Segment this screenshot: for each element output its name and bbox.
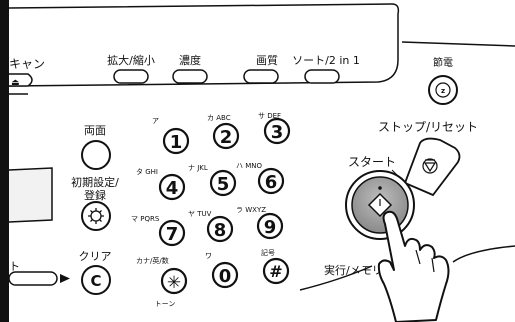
- key-0-label: 0: [219, 266, 232, 287]
- key-star-label: ✳: [167, 273, 181, 293]
- arrow-right-icon: [60, 274, 70, 283]
- key-8-button[interactable]: [206, 215, 234, 243]
- image-quality-button[interactable]: [243, 69, 279, 84]
- eject-icon: ⏏: [11, 78, 20, 88]
- key-7-button[interactable]: [158, 219, 186, 247]
- key-4-button[interactable]: [158, 173, 186, 201]
- key-2-sublabel: カ ABC: [207, 114, 231, 122]
- key-5-button[interactable]: [209, 169, 237, 197]
- key-hash-button[interactable]: [262, 257, 290, 285]
- power-icon: [435, 82, 451, 98]
- settings-button[interactable]: [81, 201, 111, 231]
- gear-icon-teeth: [88, 208, 104, 224]
- key-0-sublabel: ワ: [205, 252, 212, 260]
- stop-icon: [423, 162, 437, 173]
- hand-finger-lines: [415, 249, 435, 273]
- left-oval-button[interactable]: [8, 271, 58, 286]
- key-star-button[interactable]: [160, 267, 188, 295]
- key-0-button[interactable]: [211, 261, 239, 289]
- density-label: 濃度: [179, 53, 201, 67]
- lcd-display: [8, 167, 53, 223]
- key-2-label: 2: [220, 127, 233, 148]
- center-edge-label: ト: [9, 260, 20, 273]
- key-8-sublabel: ヤ TUV: [188, 210, 212, 218]
- key-hash-label: #: [269, 262, 282, 281]
- key-1-button[interactable]: [162, 127, 190, 155]
- stop-reset-label: ストップ/リセット: [378, 120, 478, 134]
- key-4-sublabel: タ GHI: [136, 167, 158, 176]
- key-3-sublabel: サ DEF: [258, 112, 281, 120]
- key-9-label: 9: [264, 217, 277, 238]
- energy-saver-button[interactable]: [428, 75, 458, 105]
- key-4-label: 4: [166, 178, 179, 199]
- settings-label-line2: 登録: [84, 188, 106, 202]
- pressing-hand-illustration: [377, 210, 450, 322]
- key-7-sublabel: マ PQRS: [131, 215, 160, 223]
- settings-label-line1: 初期設定/: [71, 175, 119, 189]
- key-star-sublabel: カナ/英/数: [136, 256, 169, 265]
- top-edge-label: キャン: [9, 57, 45, 71]
- key-2-button[interactable]: [212, 122, 240, 150]
- key-9-sublabel: ラ WXYZ: [236, 206, 266, 214]
- duplex-label: 両面: [84, 124, 106, 137]
- right-panel-edge: [401, 41, 515, 47]
- sort-2in1-label: ソート/2 in 1: [292, 54, 360, 67]
- duplex-button[interactable]: [81, 140, 111, 170]
- start-label: スタート: [348, 155, 396, 169]
- key-1-sublabel: ア: [152, 117, 159, 125]
- key-6-label: 6: [265, 172, 278, 193]
- energy-saver-label: 節電: [433, 56, 453, 69]
- key-6-button[interactable]: [257, 167, 285, 195]
- right-edge-curve: [452, 245, 515, 263]
- key-star-sublabel-below: トーン: [155, 300, 176, 308]
- density-button[interactable]: [172, 69, 208, 84]
- left-bezel: [0, 0, 9, 322]
- key-hash-sublabel: 記号: [261, 248, 275, 257]
- top-edge-button[interactable]: [9, 73, 33, 87]
- key-6-sublabel: ハ MNO: [236, 162, 263, 170]
- clear-label: クリア: [79, 250, 112, 263]
- upper-panel-outline: [8, 3, 400, 87]
- zoom-label: 拡大/縮小: [107, 53, 155, 67]
- start-indicator-lamp: [378, 186, 382, 190]
- execute-memory-label: 実行/メモリ: [324, 263, 383, 277]
- power-icon-glyph: z: [441, 87, 445, 95]
- zoom-button[interactable]: [113, 69, 149, 84]
- numeric-keypad: 1 2 3 4 5 6 7 8 9 ✳ 0 #: [158, 117, 291, 295]
- image-quality-label: 画質: [256, 53, 278, 67]
- clear-key-glyph: C: [90, 272, 101, 290]
- execute-memory-bar[interactable]: [299, 265, 373, 291]
- key-3-label: 3: [271, 122, 284, 143]
- key-1-label: 1: [170, 132, 183, 153]
- key-5-label: 5: [217, 174, 230, 195]
- clear-button[interactable]: [81, 265, 111, 295]
- key-7-label: 7: [166, 224, 179, 245]
- key-3-button[interactable]: [263, 117, 291, 145]
- key-8-label: 8: [214, 220, 227, 241]
- key-9-button[interactable]: [256, 212, 284, 240]
- key-5-sublabel: ナ JKL: [188, 164, 208, 172]
- sort-2in1-button[interactable]: [304, 69, 340, 84]
